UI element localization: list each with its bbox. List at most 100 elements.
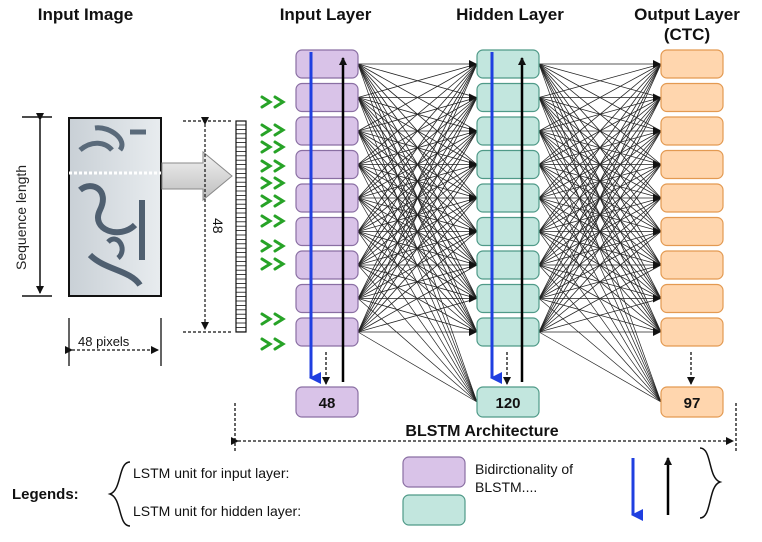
connection-line: [357, 298, 478, 333]
double-chevron-icon: [260, 95, 273, 109]
hidden-unit: [476, 183, 540, 213]
pixels-dimension: [65, 318, 162, 366]
sequence-length-label: Sequence length: [13, 165, 29, 270]
legend-input-unit-swatch: [402, 456, 466, 488]
output-unit: [660, 49, 724, 79]
connection-arrowhead: [653, 294, 661, 303]
pixels-label: 48 pixels: [78, 334, 130, 349]
input-layer-size: 48: [319, 395, 336, 412]
connection-line: [357, 231, 478, 333]
connection-arrowhead: [653, 227, 661, 236]
double-chevron-icon: [260, 176, 273, 190]
connection-line: [538, 63, 662, 403]
double-chevron-icon: [260, 239, 273, 253]
hidden-unit: [476, 82, 540, 113]
connection-arrowhead: [469, 261, 477, 269]
input-image: [68, 117, 162, 297]
hidden-unit: [476, 250, 540, 280]
connection-line: [357, 164, 478, 333]
double-chevron-icon: [260, 312, 273, 326]
hidden-layer-size: 120: [495, 395, 520, 412]
connection-arrowhead: [469, 93, 477, 102]
hidden-unit: [476, 283, 540, 314]
connection-line: [357, 264, 478, 403]
connection-line: [357, 197, 478, 403]
double-chevron-icon: [260, 140, 273, 154]
connection-arrowhead: [653, 93, 661, 102]
connection-line: [538, 130, 662, 403]
output-unit: [660, 149, 724, 180]
double-chevron-icon: [273, 176, 286, 190]
connection-line: [538, 264, 662, 403]
connection-arrowhead: [653, 127, 661, 135]
output-unit: [660, 82, 724, 113]
connection-line: [357, 63, 478, 403]
hidden-unit: [476, 116, 540, 146]
double-chevron-icon: [273, 123, 286, 137]
input-layer: [295, 49, 359, 347]
connection-line: [357, 331, 478, 403]
input-layer-direction-arrows: [309, 52, 347, 384]
connection-arrowhead: [469, 194, 477, 202]
double-chevron-icon: [273, 257, 286, 271]
connection-line: [538, 130, 662, 333]
connection-line: [538, 298, 662, 333]
legend-bidirectionality-label: Bidirctionality of BLSTM....: [475, 461, 574, 495]
hidden-unit: [476, 216, 540, 247]
double-chevron-icon: [273, 214, 286, 228]
architecture-span: [231, 403, 737, 452]
double-chevron-icon: [273, 337, 286, 351]
connection-line: [538, 231, 662, 403]
connection-line: [538, 63, 662, 98]
double-chevron-icon: [273, 194, 286, 208]
output-unit: [660, 116, 724, 146]
input-unit: [295, 250, 359, 280]
feature-dimension-label: 48: [210, 218, 226, 234]
connection-line: [538, 231, 662, 333]
header-hidden-layer: Hidden Layer: [456, 5, 564, 24]
output-unit: [660, 183, 724, 213]
input-unit: [295, 82, 359, 113]
connection-line: [357, 264, 478, 333]
input-unit: [295, 116, 359, 146]
connection-line: [538, 331, 662, 403]
legend-hidden-unit-label: LSTM unit for hidden layer:: [133, 503, 302, 519]
connection-arrowhead: [653, 60, 661, 68]
input-layer-size-node: [295, 386, 359, 418]
connection-line: [538, 164, 662, 333]
legend-left-brace: [107, 461, 131, 527]
input-unit: [295, 183, 359, 213]
double-chevron-icon: [273, 239, 286, 253]
connection-line: [538, 164, 662, 403]
output-layer-size: 97: [684, 395, 701, 412]
connection-line: [357, 231, 478, 403]
connection-arrowhead: [653, 261, 661, 269]
pixel-column-strip: [235, 120, 247, 333]
double-chevron-icon: [273, 159, 286, 173]
connection-line: [357, 130, 478, 333]
hidden-layer: [476, 49, 540, 347]
connection-line: [357, 164, 478, 403]
double-chevron-icon: [260, 159, 273, 173]
connection-line: [538, 197, 662, 333]
double-chevron-icon: [260, 257, 273, 271]
header-input-image: Input Image: [37, 5, 134, 24]
connection-arrowhead: [469, 60, 477, 68]
input-unit: [295, 49, 359, 79]
hidden-unit: [476, 317, 540, 347]
output-unit: [660, 283, 724, 314]
architecture-label: BLSTM Architecture: [405, 423, 558, 440]
input-unit: [295, 216, 359, 247]
connection-arrowhead: [653, 328, 661, 336]
connection-line: [538, 298, 662, 403]
output-layer: [660, 49, 724, 347]
connection-line: [357, 130, 478, 403]
chevron-column: [260, 95, 286, 351]
connection-line: [538, 97, 662, 403]
output-layer-size-node: [660, 386, 724, 418]
hidden-unit: [476, 149, 540, 180]
connection-line: [357, 63, 478, 98]
connections: [357, 60, 662, 403]
input-unit: [295, 283, 359, 314]
